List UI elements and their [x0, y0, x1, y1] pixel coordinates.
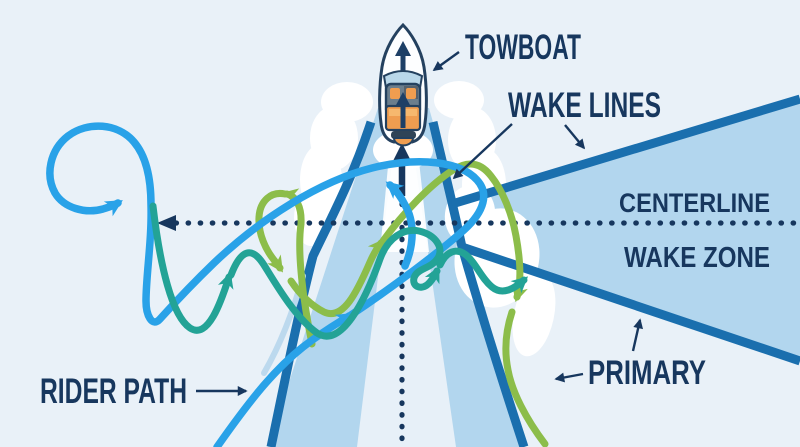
wake-lines-callout-arrow-left — [452, 123, 513, 180]
teal-path — [149, 202, 529, 340]
outboard-motor — [392, 137, 415, 147]
wake-lines-callout-arrow-right — [564, 124, 586, 150]
label-wake-lines: WAKE LINES — [508, 86, 661, 125]
bow-arrow-icon — [395, 41, 411, 56]
primary-callout-arrow-up — [631, 318, 644, 352]
label-primary: PRIMARY — [588, 354, 706, 392]
centerline-dotted — [157, 215, 800, 231]
label-towboat: TOWBOAT — [465, 28, 581, 67]
towboat — [378, 22, 428, 147]
centerline-arrowhead — [157, 215, 176, 231]
primary-callout-arrow-left — [554, 372, 584, 383]
wake-zone-top-edge — [450, 94, 800, 209]
towboat-callout-arrow — [432, 51, 460, 71]
rider-path-blue — [46, 122, 488, 447]
label-wake-zone: WAKE ZONE — [624, 242, 770, 274]
direction-arrow-icon — [392, 143, 412, 163]
wake-zone-wedge — [452, 99, 800, 361]
label-rider-path: RIDER PATH — [40, 372, 187, 411]
seat-left — [390, 88, 400, 99]
seat-right — [406, 88, 416, 99]
propwash-lane — [357, 148, 456, 447]
boat-arrow-icon — [396, 92, 410, 105]
labels: TOWBOAT WAKE LINES CENTERLINE WAKE ZONE … — [40, 28, 770, 411]
label-centerline: CENTERLINE — [619, 188, 770, 218]
